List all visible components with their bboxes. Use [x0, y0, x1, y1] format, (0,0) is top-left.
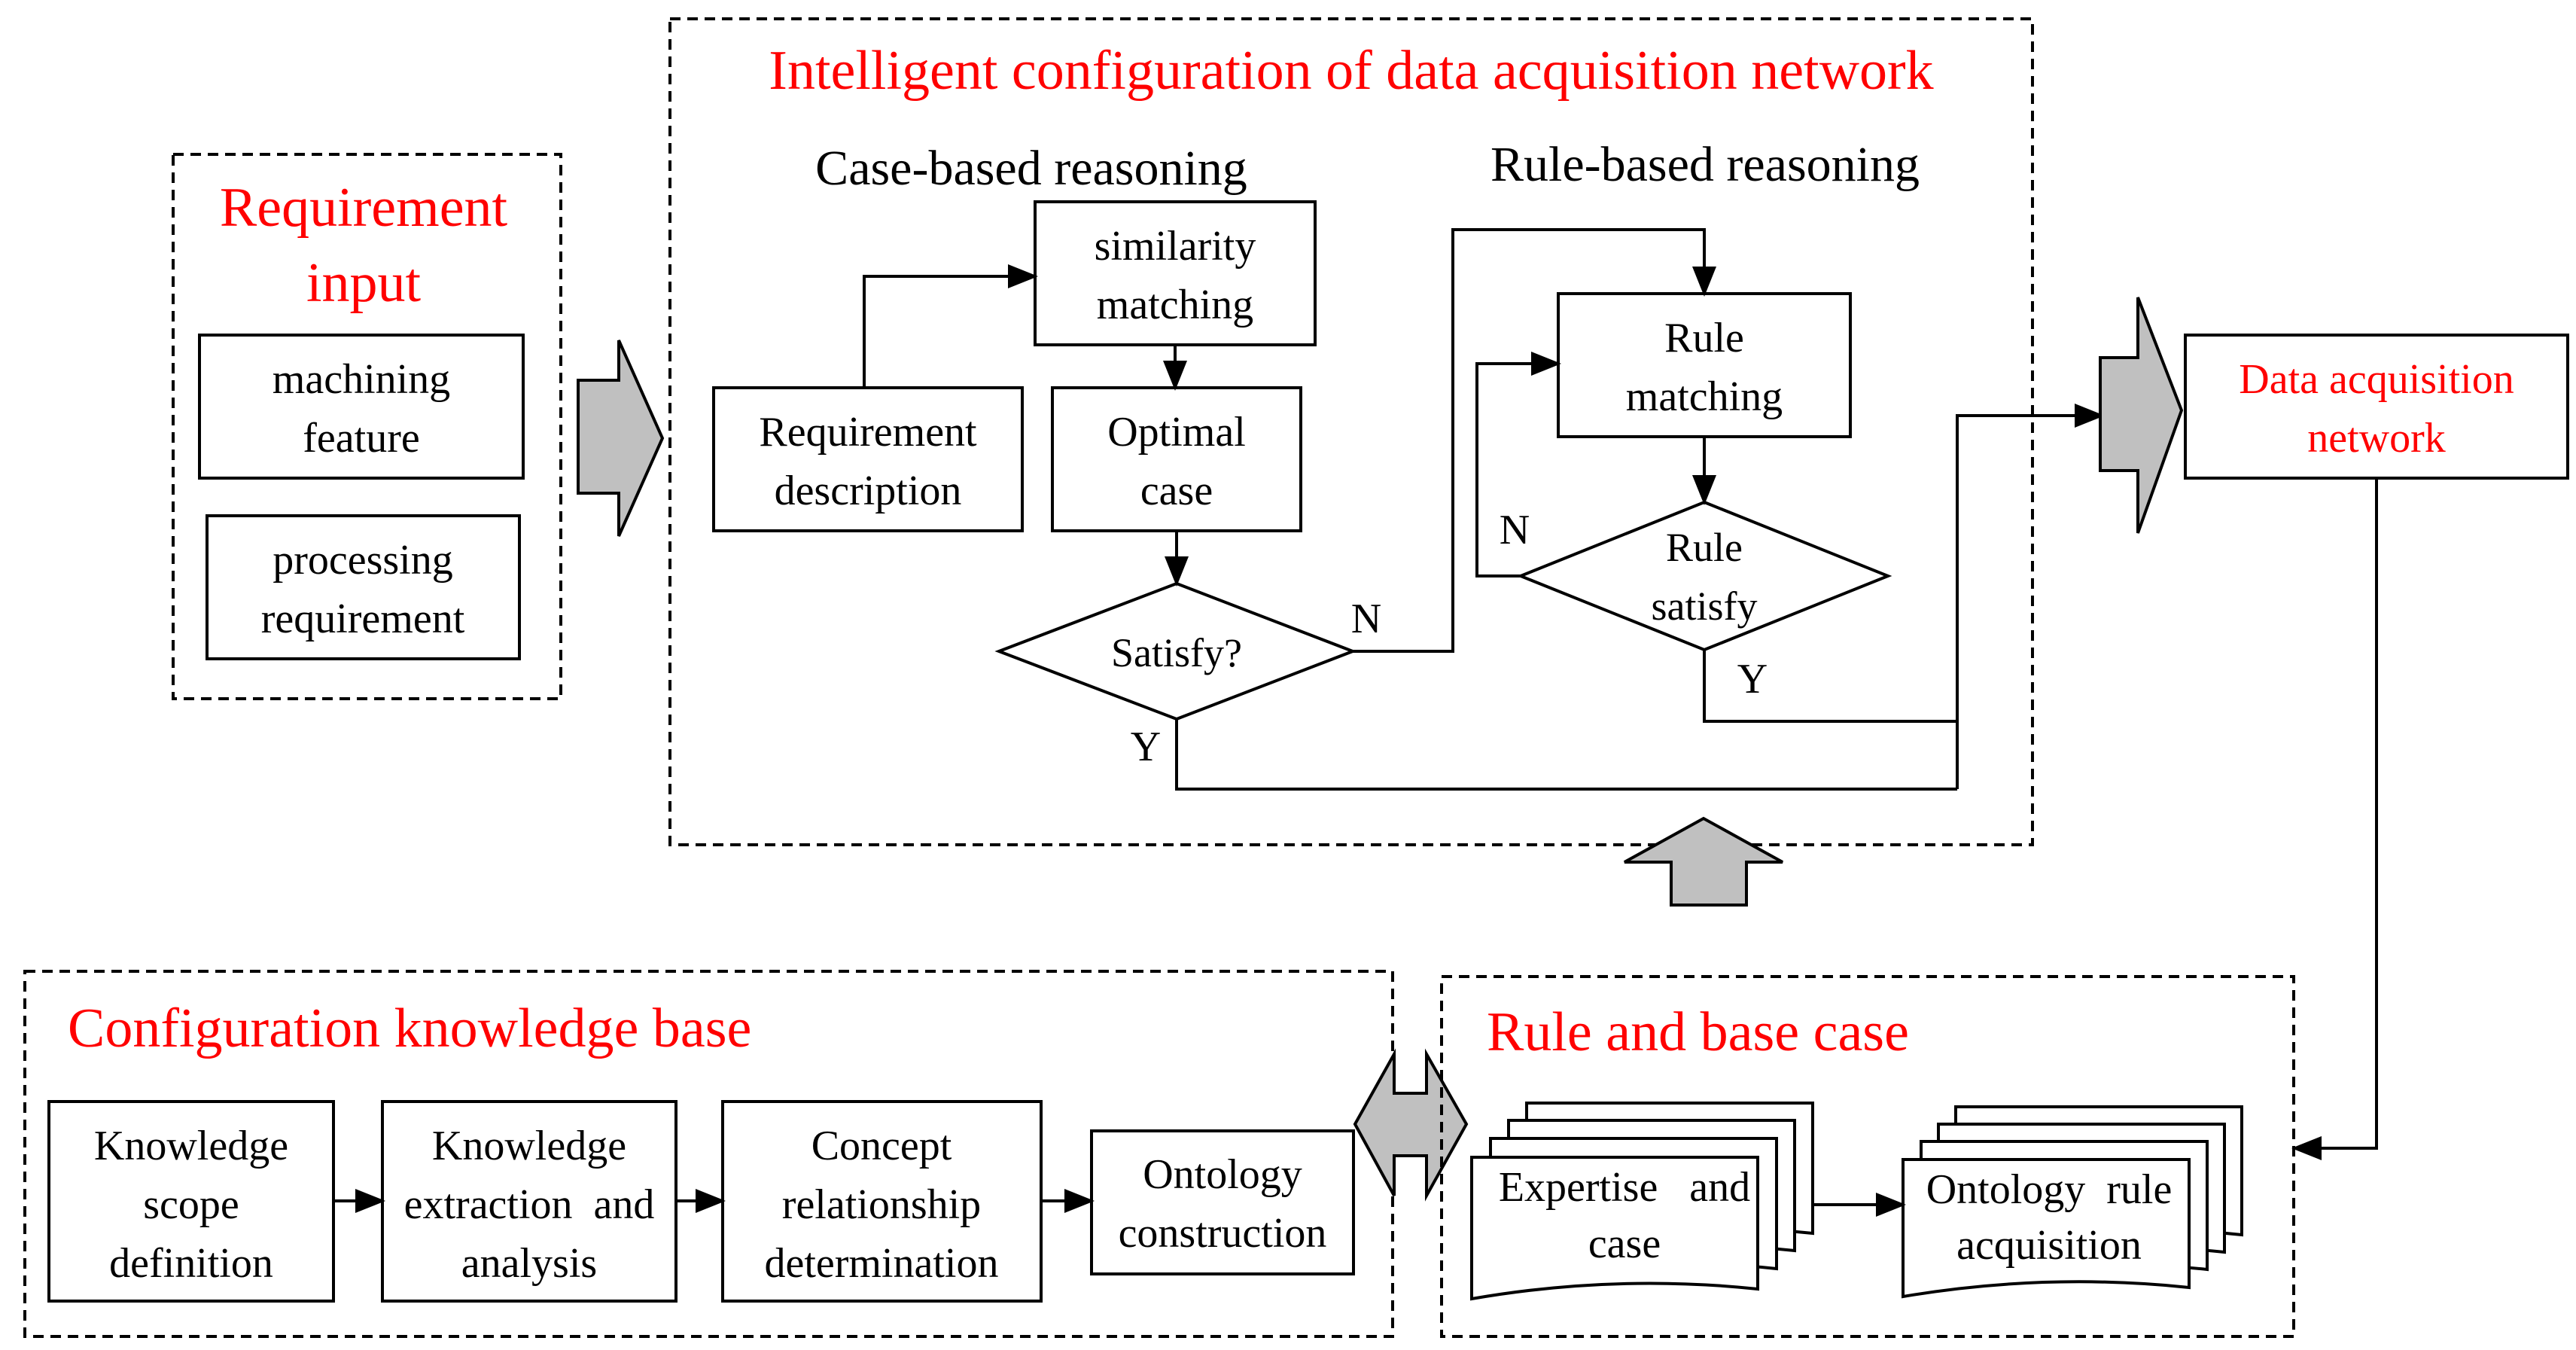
- rule-matching-line1: Rule: [1664, 315, 1744, 361]
- ontology-rule-acquisition-line2: acquisition: [1956, 1222, 2142, 1269]
- rule-matching-line2: matching: [1626, 373, 1783, 420]
- similarity-matching-line1: similarity: [1095, 223, 1256, 270]
- similarity-matching-line2: matching: [1097, 282, 1253, 328]
- rule-base-title: Rule and base case: [1487, 1001, 1909, 1063]
- rule-matching-box: [1557, 292, 1852, 438]
- step-knowledge-extraction-line2: extraction and: [404, 1181, 655, 1228]
- rule-satisfy-no-label: N: [1500, 507, 1530, 553]
- machining-feature-line2: feature: [303, 415, 419, 462]
- rule-base-group: Rule and base case Expertise and case On…: [1440, 975, 2295, 1338]
- connector-output-to-ontology-rule: [2291, 478, 2378, 1160]
- processing-requirement-line2: requirement: [261, 596, 465, 642]
- satisfy-decision-label: Satisfy?: [1111, 630, 1242, 675]
- requirement-description-box: [712, 386, 1024, 532]
- flow-arrow-knowledge-rule-exchange: [1353, 1048, 1469, 1202]
- expertise-and-case-documents: [1470, 1102, 1814, 1301]
- rule-satisfy-line1: Rule: [1666, 525, 1743, 570]
- step-knowledge-extraction-line3: analysis: [461, 1240, 597, 1287]
- step-knowledge-extraction-box: [381, 1100, 677, 1303]
- requirement-description-line1: Requirement: [759, 409, 977, 456]
- rule-base-frame: [1440, 975, 2295, 1338]
- connector-rule-satisfy-yes: [1703, 650, 1957, 723]
- configuration-title: Intelligent configuration of data acquis…: [769, 40, 1933, 102]
- knowledge-base-group: Configuration knowledge base Knowledge s…: [23, 970, 1394, 1338]
- satisfy-no-label: N: [1351, 596, 1381, 642]
- knowledge-base-title: Configuration knowledge base: [68, 998, 751, 1059]
- processing-requirement-line1: processing: [273, 537, 453, 584]
- requirement-input-title-line1: Requirement: [220, 177, 508, 239]
- step-concept-relationship-line2: relationship: [782, 1181, 981, 1228]
- rule-based-heading: Rule-based reasoning: [1490, 137, 1920, 192]
- optimal-case-line1: Optimal: [1107, 409, 1246, 456]
- requirement-description-line2: description: [775, 468, 962, 514]
- flow-arrow-requirement-to-configuration: [577, 340, 665, 537]
- connector-rule-satisfy-no-loop: [1475, 352, 1561, 577]
- requirement-input-title-line2: input: [306, 252, 422, 314]
- data-acquisition-network-line1: Data acquisition: [2239, 356, 2514, 403]
- optimal-case-line2: case: [1140, 468, 1213, 514]
- step-knowledge-scope-line3: definition: [109, 1240, 273, 1287]
- expertise-and-case-line2: case: [1588, 1220, 1661, 1267]
- step-knowledge-scope-line1: Knowledge: [94, 1123, 288, 1169]
- data-acquisition-network-line2: network: [2307, 415, 2446, 462]
- ontology-rule-acquisition-documents: [1902, 1105, 2243, 1299]
- satisfy-yes-label: Y: [1131, 724, 1161, 770]
- connector-satisfy-no-to-rule-matching: [1353, 228, 1716, 653]
- configuration-frame: [668, 17, 2034, 846]
- step-concept-relationship-line3: determination: [764, 1240, 998, 1287]
- connector-description-to-similarity: [863, 264, 1038, 388]
- expertise-and-case-line1: Expertise and: [1499, 1164, 1750, 1211]
- step-knowledge-scope-line2: scope: [143, 1181, 239, 1228]
- connector-satisfy-yes: [1175, 719, 1957, 791]
- rule-satisfy-yes-label: Y: [1737, 656, 1768, 702]
- flow-arrow-rule-base-to-configuration: [1624, 816, 1783, 907]
- step-knowledge-extraction-line1: Knowledge: [432, 1123, 626, 1169]
- processing-requirement-box: [206, 514, 521, 660]
- step-ontology-construction-box: [1090, 1129, 1355, 1275]
- machining-feature-line1: machining: [273, 356, 450, 403]
- rule-satisfy-line2: satisfy: [1652, 584, 1758, 629]
- configuration-group: Intelligent configuration of data acquis…: [668, 17, 2105, 846]
- step-ontology-construction-line2: construction: [1119, 1210, 1327, 1257]
- step-knowledge-scope-box: [47, 1100, 335, 1303]
- requirement-input-group: Requirement input machining feature proc…: [172, 153, 562, 700]
- ontology-rule-acquisition-line1: Ontology rule: [1926, 1166, 2173, 1213]
- step-concept-relationship-line1: Concept: [811, 1123, 952, 1169]
- connector-to-output: [1956, 404, 2105, 789]
- flow-arrow-configuration-to-output: [2099, 297, 2184, 534]
- data-acquisition-network-box: [2184, 334, 2569, 480]
- case-based-heading: Case-based reasoning: [815, 141, 1247, 196]
- step-concept-relationship-box: [721, 1100, 1043, 1303]
- requirement-input-frame: [172, 153, 562, 700]
- machining-feature-box: [198, 334, 525, 480]
- step-ontology-construction-line1: Ontology: [1143, 1151, 1302, 1198]
